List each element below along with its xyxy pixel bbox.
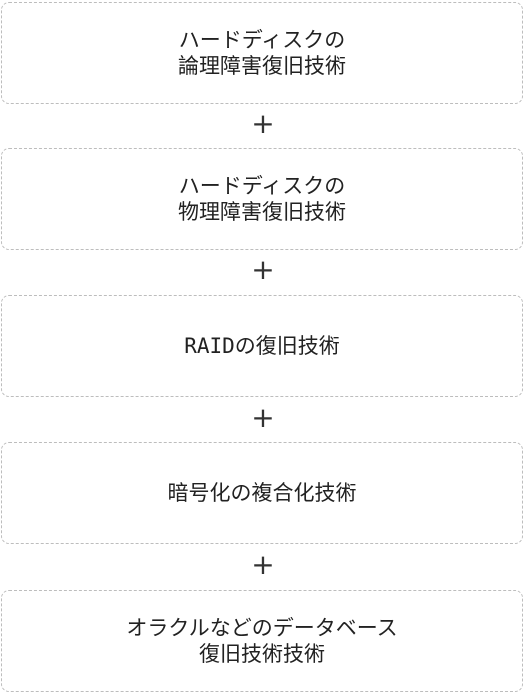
tech-box-line: ハードディスクの [178,174,346,198]
tech-box-line: 物理障害復旧技術 [178,200,346,224]
plus-separator: + [251,253,275,286]
tech-box-decryption: 暗号化の複合化技術 [1,442,523,544]
tech-box-line: RAIDの復旧技術 [184,334,340,358]
tech-box-raid-recovery: RAIDの復旧技術 [1,295,523,397]
tech-box-physical-recovery: ハードディスクの 物理障害復旧技術 [1,148,523,250]
tech-box-line: ハードディスクの [178,28,346,52]
tech-box-line: 復旧技術技術 [198,642,325,666]
tech-box-line: 暗号化の複合化技術 [167,481,357,505]
plus-separator: + [251,401,275,434]
tech-box-line: 論理障害復旧技術 [178,54,346,78]
plus-separator: + [251,107,275,140]
plus-separator: + [251,548,275,581]
tech-box-database-recovery: オラクルなどのデータベース 復旧技術技術 [1,590,523,692]
tech-box-line: オラクルなどのデータベース [126,616,398,640]
tech-box-logical-recovery: ハードディスクの 論理障害復旧技術 [1,2,523,104]
